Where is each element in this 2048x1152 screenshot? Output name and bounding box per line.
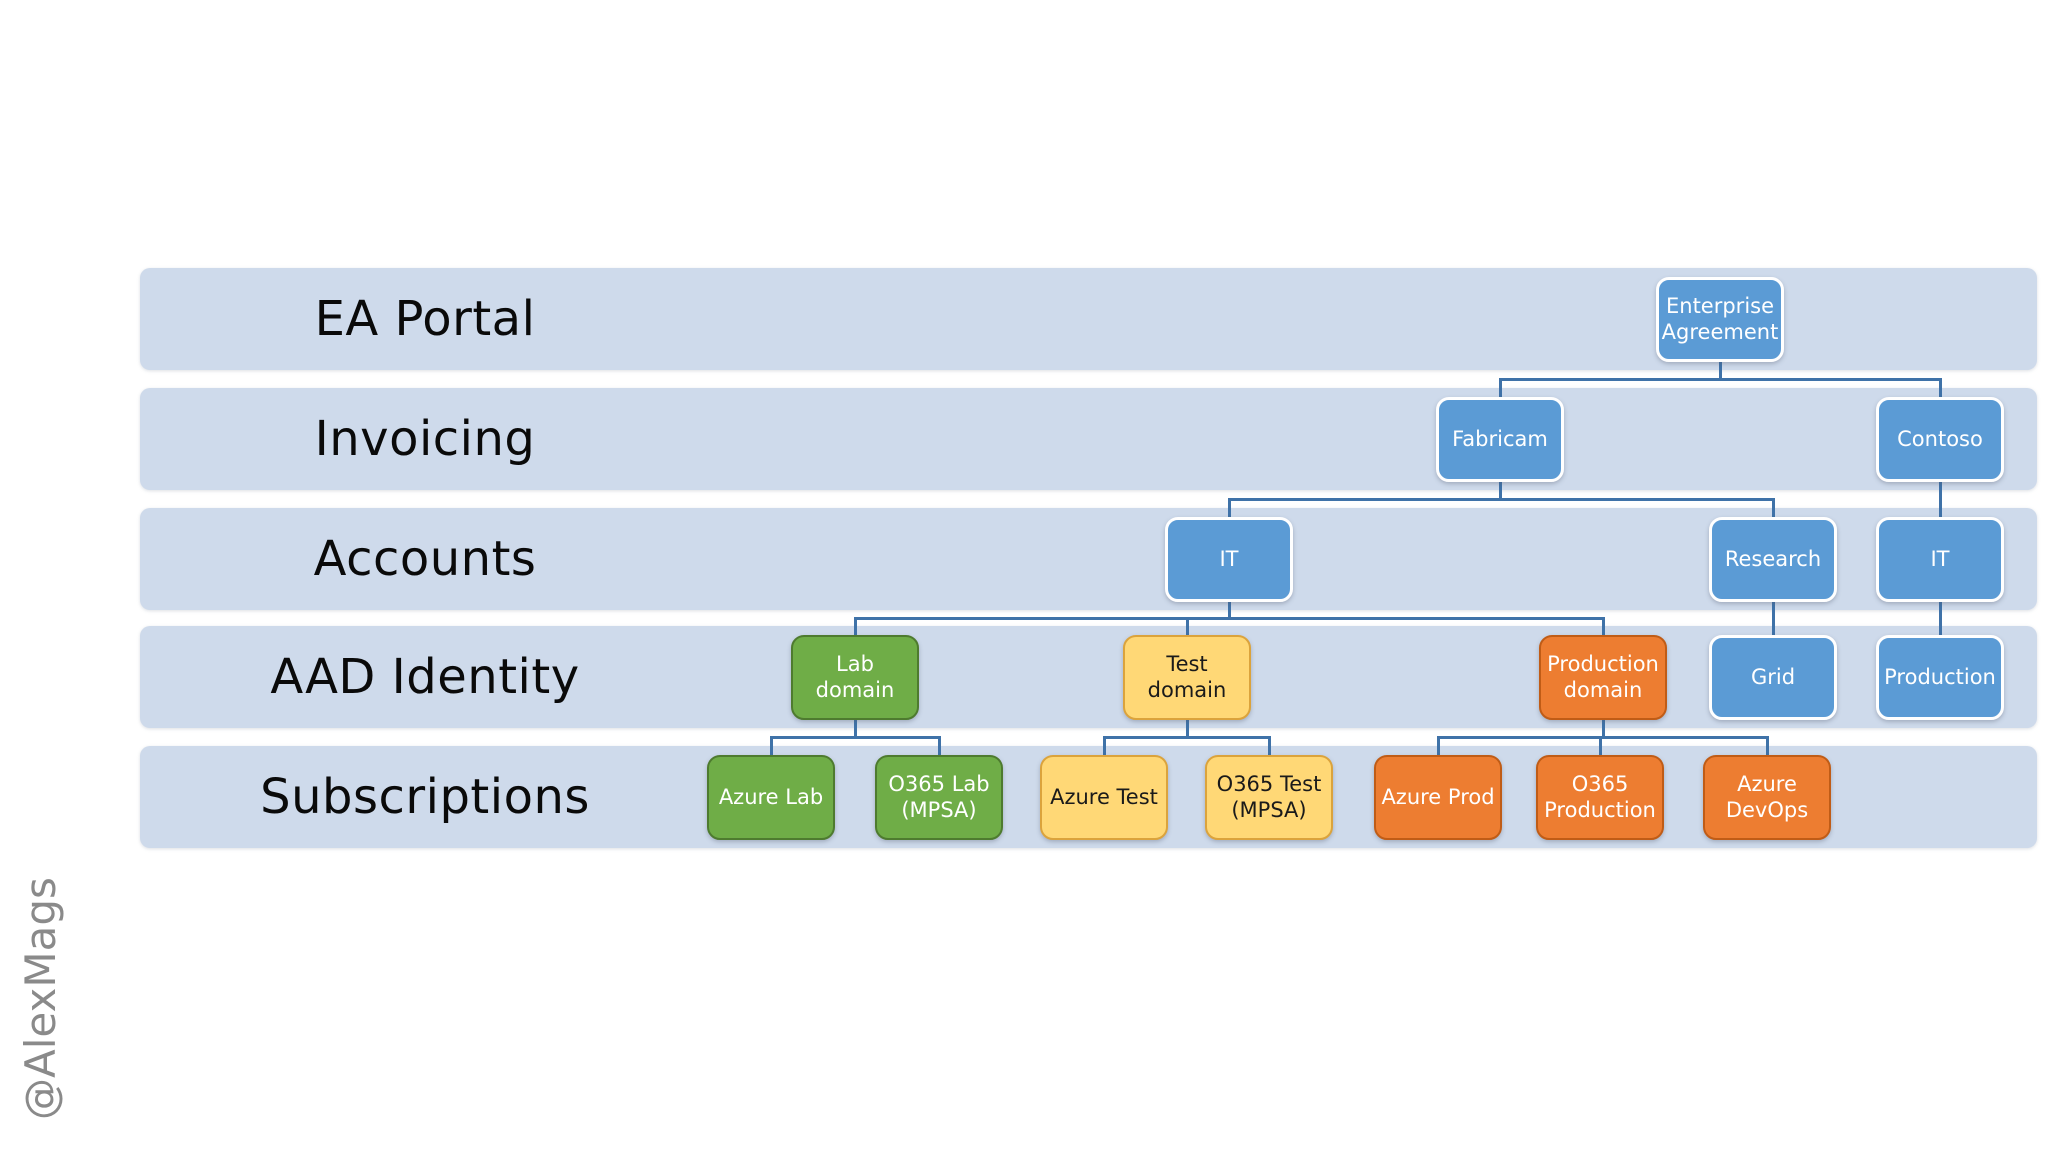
- node-label-line: Production: [1547, 651, 1659, 676]
- node-it-contoso: IT: [1876, 517, 2004, 602]
- node-label-line: Enterprise: [1665, 293, 1775, 318]
- connector-segment: [1498, 378, 1942, 381]
- connector-segment: [853, 720, 857, 739]
- connector-segment: [1227, 498, 1231, 517]
- node-o365-lab: O365 Lab(MPSA): [875, 755, 1003, 840]
- node-research: Research: [1709, 517, 1837, 602]
- node-azure-prod: Azure Prod: [1374, 755, 1502, 840]
- node-label-line: domain: [815, 677, 895, 702]
- row-label-subscriptions: Subscriptions: [260, 769, 590, 825]
- node-label-line: Fabricam: [1452, 426, 1548, 451]
- connector-segment: [1498, 482, 1502, 501]
- connector-segment: [1771, 602, 1775, 620]
- node-o365-test: O365 Test(MPSA): [1205, 755, 1333, 840]
- node-label-line: Lab: [836, 651, 874, 676]
- node-label-line: IT: [1930, 546, 1950, 571]
- node-azure-lab: Azure Lab: [707, 755, 835, 840]
- node-it-fabricam: IT: [1165, 517, 1293, 602]
- connector-segment: [1765, 736, 1769, 755]
- node-label-line: Production: [1884, 664, 1996, 689]
- connector-segment: [937, 736, 941, 755]
- node-label-line: Grid: [1750, 664, 1796, 689]
- connector-segment: [1102, 736, 1106, 755]
- connector-segment: [1227, 498, 1775, 501]
- connector-segment: [1598, 736, 1602, 755]
- node-label-line: Test: [1166, 651, 1208, 676]
- node-fabricam: Fabricam: [1436, 397, 1564, 482]
- connector-segment: [1938, 498, 1942, 517]
- connector-segment: [1938, 617, 1942, 635]
- node-label-line: domain: [1147, 677, 1227, 702]
- node-label-line: domain: [1563, 677, 1643, 702]
- connector-segment: [1771, 617, 1775, 635]
- node-label-line: O365 Test: [1216, 771, 1322, 796]
- connector-segment: [1185, 720, 1189, 739]
- node-label-line: Azure: [1737, 771, 1797, 796]
- connector-segment: [1601, 617, 1605, 635]
- node-label-line: (MPSA): [901, 797, 977, 822]
- row-label-ea-portal: EA Portal: [314, 291, 536, 347]
- connector-segment: [1938, 602, 1942, 620]
- node-label-line: O365: [1571, 771, 1629, 796]
- node-label-line: DevOps: [1725, 797, 1809, 822]
- node-production: Production: [1876, 635, 2004, 720]
- connector-segment: [1938, 482, 1942, 501]
- node-grid: Grid: [1709, 635, 1837, 720]
- node-label-line: Azure Prod: [1381, 784, 1495, 809]
- connector-segment: [769, 736, 773, 755]
- row-band-invoicing: [140, 388, 2037, 490]
- connector-segment: [1102, 736, 1271, 739]
- node-label-line: Azure Test: [1050, 784, 1158, 809]
- connector-segment: [853, 617, 1605, 620]
- node-label-line: Azure Lab: [718, 784, 824, 809]
- node-label-line: Research: [1724, 546, 1822, 571]
- row-label-invoicing: Invoicing: [314, 411, 536, 467]
- node-contoso: Contoso: [1876, 397, 2004, 482]
- connector-segment: [1718, 362, 1722, 381]
- connector-segment: [1227, 602, 1231, 620]
- node-label-line: (MPSA): [1231, 797, 1307, 822]
- connector-segment: [1498, 378, 1502, 397]
- watermark-credit: @AlexMags: [16, 877, 65, 1120]
- node-label-line: Production: [1544, 797, 1656, 822]
- connector-segment: [1436, 736, 1769, 739]
- connector-segment: [853, 617, 857, 635]
- connector-segment: [1436, 736, 1440, 755]
- row-label-aad-identity: AAD Identity: [270, 649, 580, 705]
- connector-segment: [1771, 498, 1775, 517]
- node-label-line: O365 Lab: [888, 771, 990, 796]
- connector-segment: [1938, 378, 1942, 397]
- node-label-line: IT: [1219, 546, 1239, 571]
- node-label-line: Agreement: [1661, 319, 1779, 344]
- node-azure-test: Azure Test: [1040, 755, 1168, 840]
- node-label-line: Contoso: [1897, 426, 1983, 451]
- connector-segment: [1185, 617, 1189, 635]
- row-label-accounts: Accounts: [313, 531, 537, 587]
- connector-segment: [1601, 720, 1605, 739]
- connector-segment: [1267, 736, 1271, 755]
- connector-segment: [769, 736, 941, 739]
